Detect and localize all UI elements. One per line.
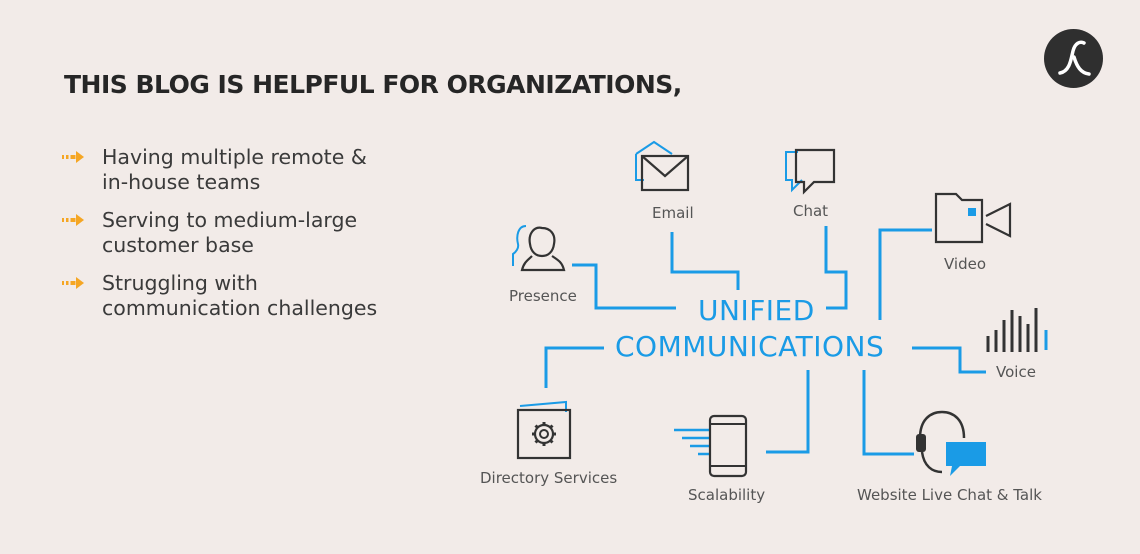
directory-icon: [516, 400, 572, 460]
uc-title-line2: COMMUNICATIONS: [615, 330, 885, 363]
bullet-line: Having multiple remote &: [102, 145, 367, 169]
node-label-video: Video: [944, 255, 987, 273]
bullet-line: customer base: [102, 233, 254, 257]
node-label-chat: Chat: [793, 202, 829, 220]
node-label-scalability: Scalability: [688, 486, 766, 504]
page-title: THIS BLOG IS HELPFUL FOR ORGANIZATIONS,: [64, 70, 682, 99]
bullet-line: Struggling with: [102, 271, 258, 295]
connector-video: [878, 228, 932, 320]
arrow-right-icon: [62, 151, 84, 163]
video-icon: [934, 192, 1012, 244]
headset-icon: [916, 410, 986, 476]
connector-email: [670, 232, 740, 290]
connector-chat: [824, 226, 848, 310]
connector-livechat: [862, 370, 914, 456]
chat-icon: [785, 148, 836, 195]
bullet-item: Struggling with communication challenges: [62, 271, 482, 321]
voice-icon: [986, 308, 1048, 352]
bullet-line: Serving to medium-large: [102, 208, 358, 232]
node-label-email: Email: [652, 204, 694, 222]
bullet-line: communication challenges: [102, 296, 378, 320]
connector-voice: [912, 346, 986, 374]
node-label-livechat: Website Live Chat & Talk: [857, 486, 1042, 504]
presence-icon: [512, 225, 566, 272]
uc-title-line1: UNIFIED: [698, 294, 815, 327]
node-label-directory: Directory Services: [480, 469, 618, 487]
bullet-item: Having multiple remote & in-house teams: [62, 145, 482, 195]
connector-directory: [544, 346, 604, 388]
connector-presence: [572, 263, 676, 310]
connector-scalability: [766, 370, 810, 454]
arrow-right-icon: [62, 214, 84, 226]
connector-lines: [544, 226, 986, 456]
bullet-list: Having multiple remote & in-house teams …: [62, 145, 482, 334]
scalability-icon: [674, 414, 748, 478]
bullet-item: Serving to medium-large customer base: [62, 208, 482, 258]
node-label-presence: Presence: [509, 287, 577, 305]
brand-logo-icon: [1044, 29, 1103, 88]
bullet-line: in-house teams: [102, 170, 261, 194]
node-label-voice: Voice: [996, 363, 1036, 381]
arrow-right-icon: [62, 277, 84, 289]
email-icon: [635, 140, 690, 192]
